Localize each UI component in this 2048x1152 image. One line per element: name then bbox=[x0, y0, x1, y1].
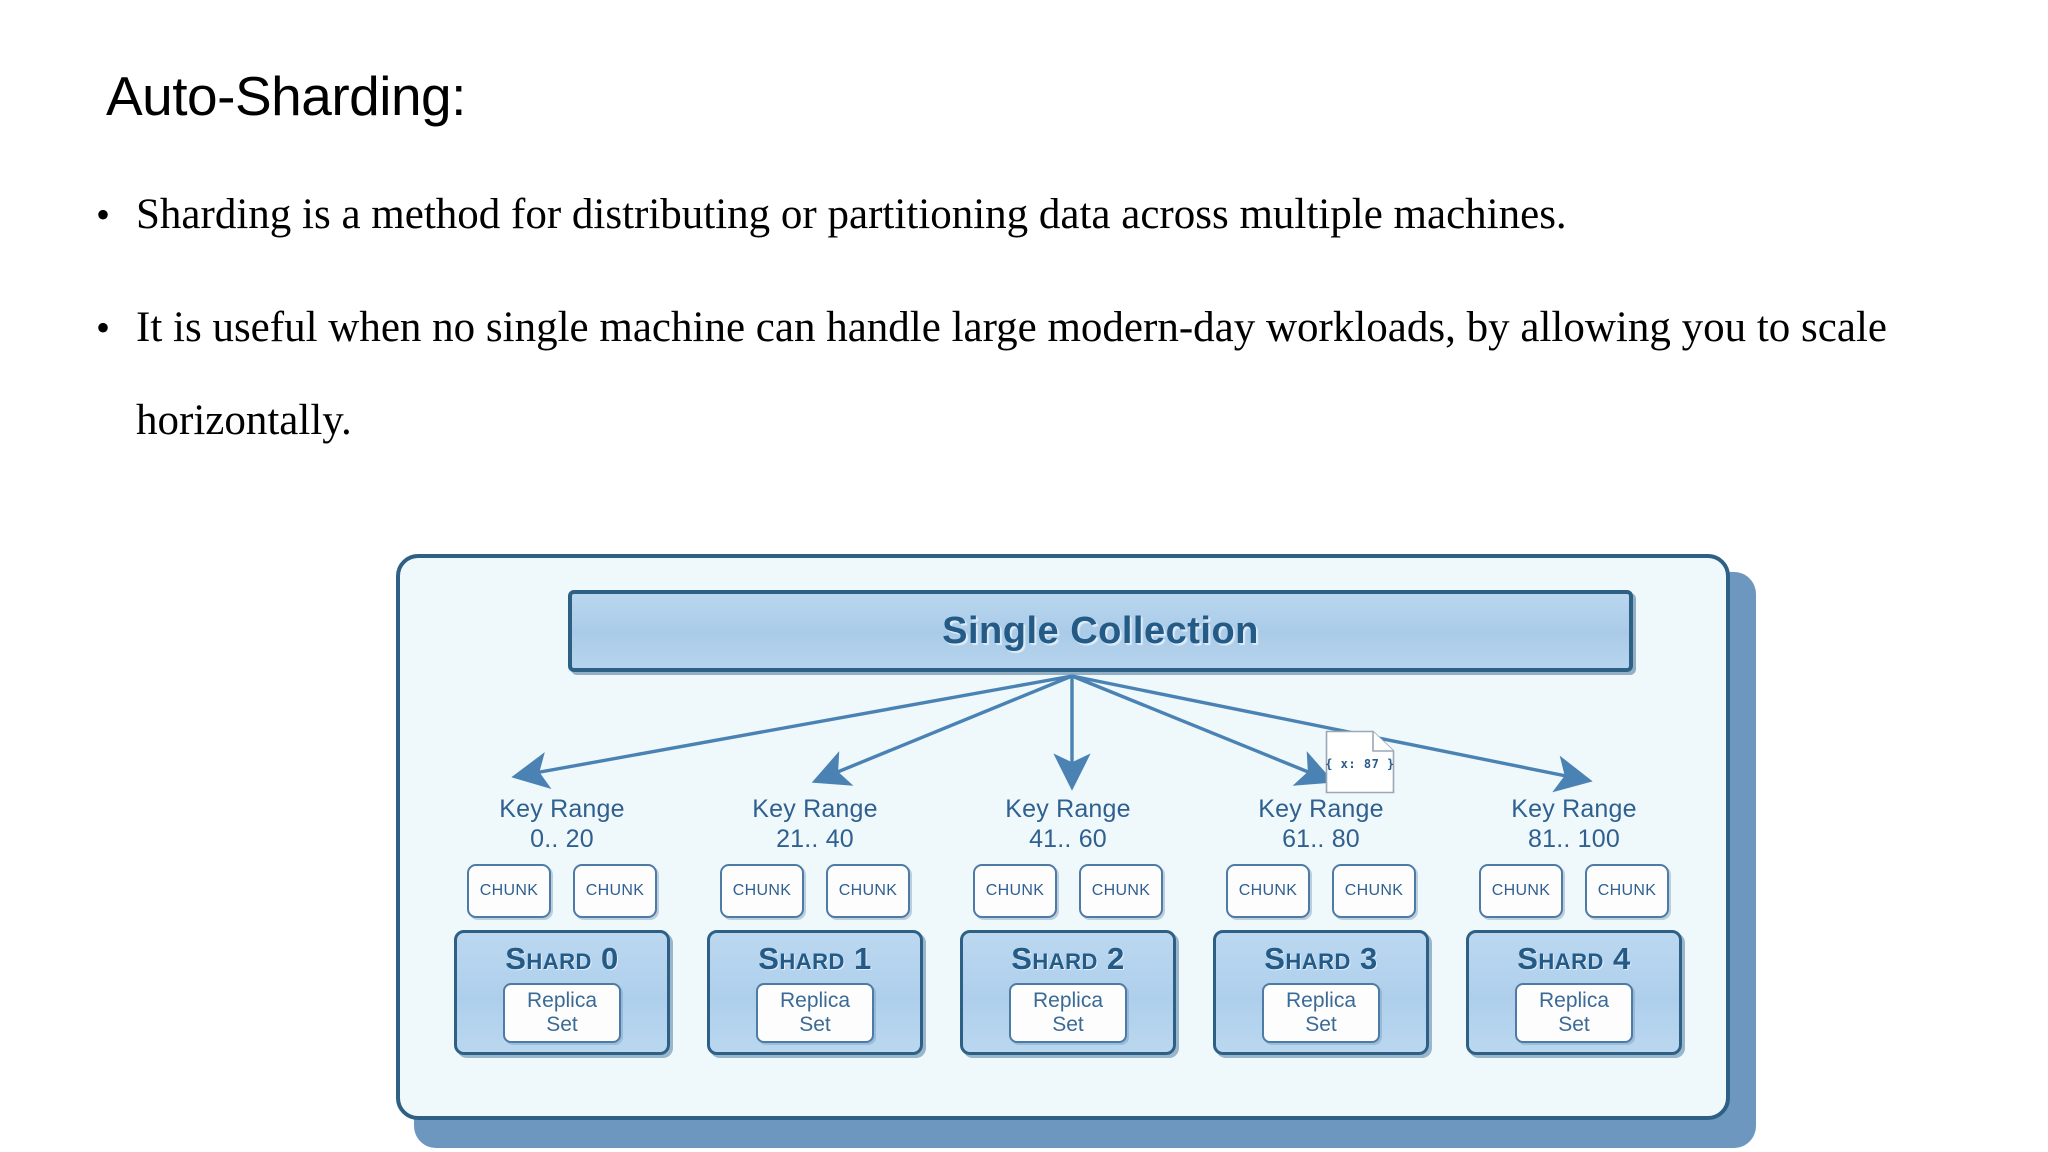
sharding-diagram: Single Collection { x: 87 } Key Range 0.… bbox=[396, 554, 1756, 1148]
document-icon-text: { x: 87 } bbox=[1325, 757, 1395, 771]
single-collection-box: Single Collection bbox=[568, 590, 1633, 672]
key-range-label-4: Key Range 81.. 100 bbox=[1511, 794, 1637, 854]
bullet-marker-icon: • bbox=[96, 192, 111, 237]
shard-box-4: Shard 4 Replica Set bbox=[1466, 930, 1682, 1055]
shard-box-3: Shard 3 Replica Set bbox=[1213, 930, 1429, 1055]
key-range-label-2: Key Range 41.. 60 bbox=[1005, 794, 1131, 854]
shard-column-4: Key Range 81.. 100 CHUNK CHUNK Shard 4 R… bbox=[1456, 794, 1692, 1094]
key-range-label-3: Key Range 61.. 80 bbox=[1258, 794, 1384, 854]
list-item: • It is useful when no single machine ca… bbox=[96, 281, 1936, 467]
replica-set-box: Replica Set bbox=[1262, 983, 1380, 1043]
shard-label: Shard 0 bbox=[505, 941, 619, 976]
shard-box-0: Shard 0 Replica Set bbox=[454, 930, 670, 1055]
key-range-value: 61.. 80 bbox=[1282, 825, 1360, 853]
key-range-value: 21.. 40 bbox=[776, 825, 854, 853]
chunk-box: CHUNK bbox=[1585, 864, 1669, 918]
shard-columns: Key Range 0.. 20 CHUNK CHUNK Shard 0 Rep… bbox=[444, 794, 1692, 1094]
list-item: • Sharding is a method for distributing … bbox=[96, 168, 1936, 261]
shard-column-3: Key Range 61.. 80 CHUNK CHUNK Shard 3 Re… bbox=[1203, 794, 1439, 1094]
chunk-box: CHUNK bbox=[1226, 864, 1310, 918]
replica-set-box: Replica Set bbox=[503, 983, 621, 1043]
bullet-list: • Sharding is a method for distributing … bbox=[96, 168, 1936, 487]
shard-label: Shard 2 bbox=[1011, 941, 1125, 976]
key-range-label-0: Key Range 0.. 20 bbox=[499, 794, 625, 854]
replica-line-1: Replica bbox=[1032, 989, 1104, 1012]
key-range-title: Key Range bbox=[499, 795, 625, 823]
chunk-row-4: CHUNK CHUNK bbox=[1479, 864, 1669, 918]
replica-line-2: Set bbox=[1305, 1013, 1337, 1036]
shard-column-1: Key Range 21.. 40 CHUNK CHUNK Shard 1 Re… bbox=[697, 794, 933, 1094]
page-title: Auto-Sharding: bbox=[106, 65, 466, 127]
key-range-title: Key Range bbox=[1005, 795, 1131, 823]
shard-label: Shard 1 bbox=[758, 941, 872, 976]
chunk-row-1: CHUNK CHUNK bbox=[720, 864, 910, 918]
replica-set-box: Replica Set bbox=[756, 983, 874, 1043]
replica-line-2: Set bbox=[1052, 1013, 1084, 1036]
key-range-value: 0.. 20 bbox=[530, 825, 594, 853]
replica-set-box: Replica Set bbox=[1009, 983, 1127, 1043]
key-range-value: 41.. 60 bbox=[1029, 825, 1107, 853]
shard-column-2: Key Range 41.. 60 CHUNK CHUNK Shard 2 Re… bbox=[950, 794, 1186, 1094]
replica-line-1: Replica bbox=[526, 989, 598, 1012]
shard-column-0: Key Range 0.. 20 CHUNK CHUNK Shard 0 Rep… bbox=[444, 794, 680, 1094]
chunk-box: CHUNK bbox=[467, 864, 551, 918]
replica-line-1: Replica bbox=[1285, 989, 1357, 1012]
replica-line-2: Set bbox=[799, 1013, 831, 1036]
chunk-box: CHUNK bbox=[973, 864, 1057, 918]
replica-line-2: Set bbox=[546, 1013, 578, 1036]
shard-label: Shard 4 bbox=[1517, 941, 1631, 976]
chunk-row-3: CHUNK CHUNK bbox=[1226, 864, 1416, 918]
chunk-box: CHUNK bbox=[826, 864, 910, 918]
replica-line-1: Replica bbox=[779, 989, 851, 1012]
replica-line-1: Replica bbox=[1538, 989, 1610, 1012]
chunk-box: CHUNK bbox=[1479, 864, 1563, 918]
bullet-marker-icon: • bbox=[96, 305, 111, 350]
replica-set-box: Replica Set bbox=[1515, 983, 1633, 1043]
chunk-box: CHUNK bbox=[720, 864, 804, 918]
key-range-title: Key Range bbox=[752, 795, 878, 823]
chunk-row-0: CHUNK CHUNK bbox=[467, 864, 657, 918]
chunk-row-2: CHUNK CHUNK bbox=[973, 864, 1163, 918]
chunk-box: CHUNK bbox=[1079, 864, 1163, 918]
bullet-text: It is useful when no single machine can … bbox=[136, 304, 1887, 444]
replica-line-2: Set bbox=[1558, 1013, 1590, 1036]
diagram-panel: Single Collection { x: 87 } Key Range 0.… bbox=[396, 554, 1730, 1120]
key-range-title: Key Range bbox=[1258, 795, 1384, 823]
document-icon: { x: 87 } bbox=[1325, 730, 1395, 794]
shard-label: Shard 3 bbox=[1264, 941, 1378, 976]
chunk-box: CHUNK bbox=[1332, 864, 1416, 918]
bullet-text: Sharding is a method for distributing or… bbox=[136, 191, 1567, 238]
key-range-title: Key Range bbox=[1511, 795, 1637, 823]
single-collection-label: Single Collection bbox=[942, 609, 1259, 652]
chunk-box: CHUNK bbox=[573, 864, 657, 918]
shard-box-1: Shard 1 Replica Set bbox=[707, 930, 923, 1055]
key-range-value: 81.. 100 bbox=[1528, 825, 1620, 853]
key-range-label-1: Key Range 21.. 40 bbox=[752, 794, 878, 854]
shard-box-2: Shard 2 Replica Set bbox=[960, 930, 1176, 1055]
